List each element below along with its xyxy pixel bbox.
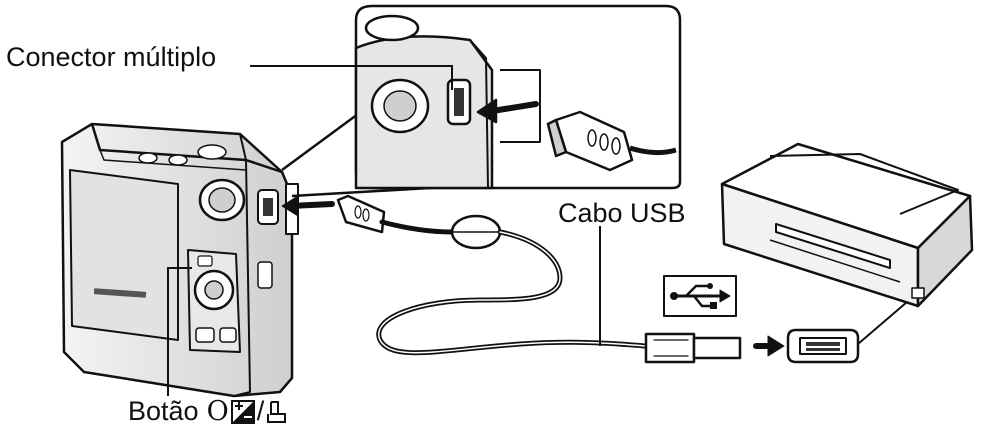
printer-usb-port <box>786 295 915 364</box>
connector-label: Conector múltiplo <box>6 42 217 72</box>
button-symbol-o: O <box>206 396 229 427</box>
button-label: Botão O / <box>128 398 288 425</box>
cable-label: Cabo USB <box>558 198 686 228</box>
connector-detail-inset <box>281 4 682 198</box>
button-separator: / <box>256 396 265 426</box>
camera <box>60 122 299 398</box>
button-label-text: Botão <box>128 396 199 426</box>
exposure-compensation-icon <box>230 399 255 424</box>
print-icon <box>267 400 287 423</box>
connector-leader-line <box>250 65 453 90</box>
usb-symbol-icon <box>663 275 737 317</box>
printer <box>720 142 974 308</box>
button-leader-line <box>167 267 192 396</box>
usb-cable <box>281 194 785 364</box>
